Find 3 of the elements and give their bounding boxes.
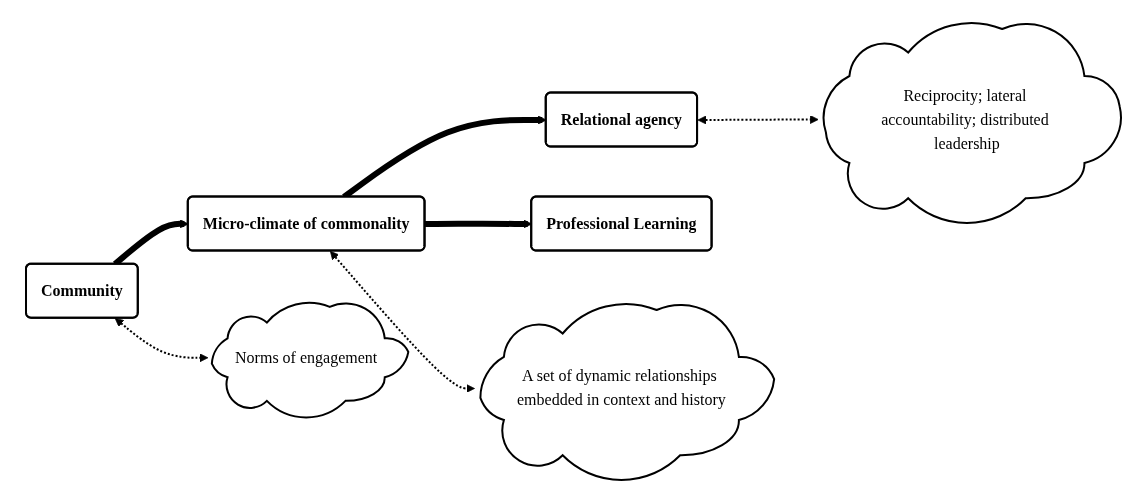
arrow	[114, 317, 209, 362]
arrow	[697, 114, 819, 124]
arrow	[330, 250, 475, 393]
